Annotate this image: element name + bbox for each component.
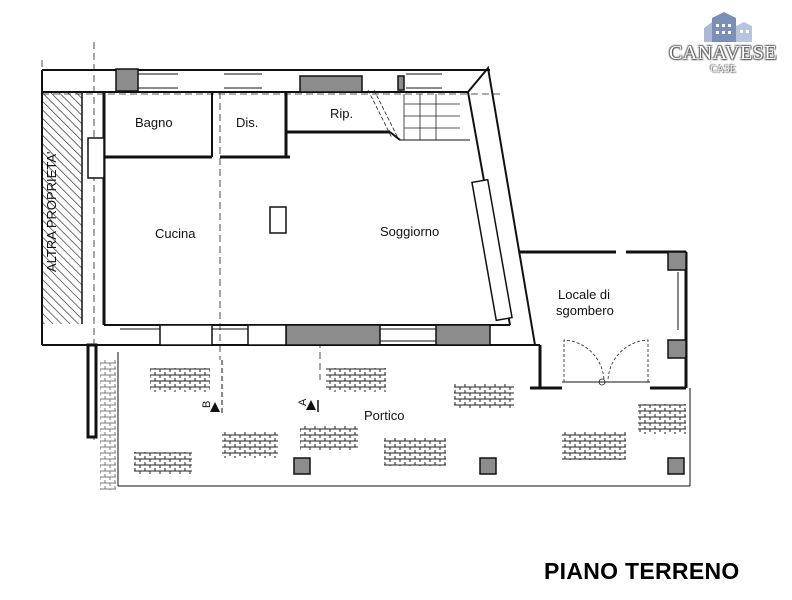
portico-outline [86,343,691,490]
plan-title: PIANO TERRENO [544,558,740,584]
staircase [367,89,460,140]
room-label-portico: Portico [364,408,404,423]
column [269,206,287,234]
room-label-cucina: Cucina [155,226,196,241]
room-label-dis: Dis. [236,115,258,130]
altra-proprieta-hatch [42,92,83,324]
section-marker-a: A [297,398,319,412]
room-label-bagno: Bagno [135,115,173,130]
room-label-locale-2: sgombero [556,303,614,318]
room-label-locale-1: Locale di [558,287,610,302]
room-label-soggiorno: Soggiorno [380,224,439,239]
section-marker-b: B [201,360,223,414]
side-label-altra-proprieta: ALTRA PROPRIETA' [44,152,59,272]
paving-stones [134,368,686,474]
double-door [563,339,649,386]
logo-wordmark: CANAVESE [668,42,778,64]
portico-pillars [293,457,685,475]
section-label-a: A [297,398,309,406]
storage-room-piers [667,251,687,359]
storage-room-walls [520,250,688,390]
logo-subtitle: CASE [710,64,736,75]
wall-fills [87,68,513,346]
house-logo-icon [704,12,752,42]
canavese-case-logo: CANAVESE CASE [664,12,782,82]
window-ticks [120,73,442,342]
section-label-b: B [201,401,213,408]
room-label-rip: Rip. [330,106,353,121]
building-walls [41,65,540,346]
